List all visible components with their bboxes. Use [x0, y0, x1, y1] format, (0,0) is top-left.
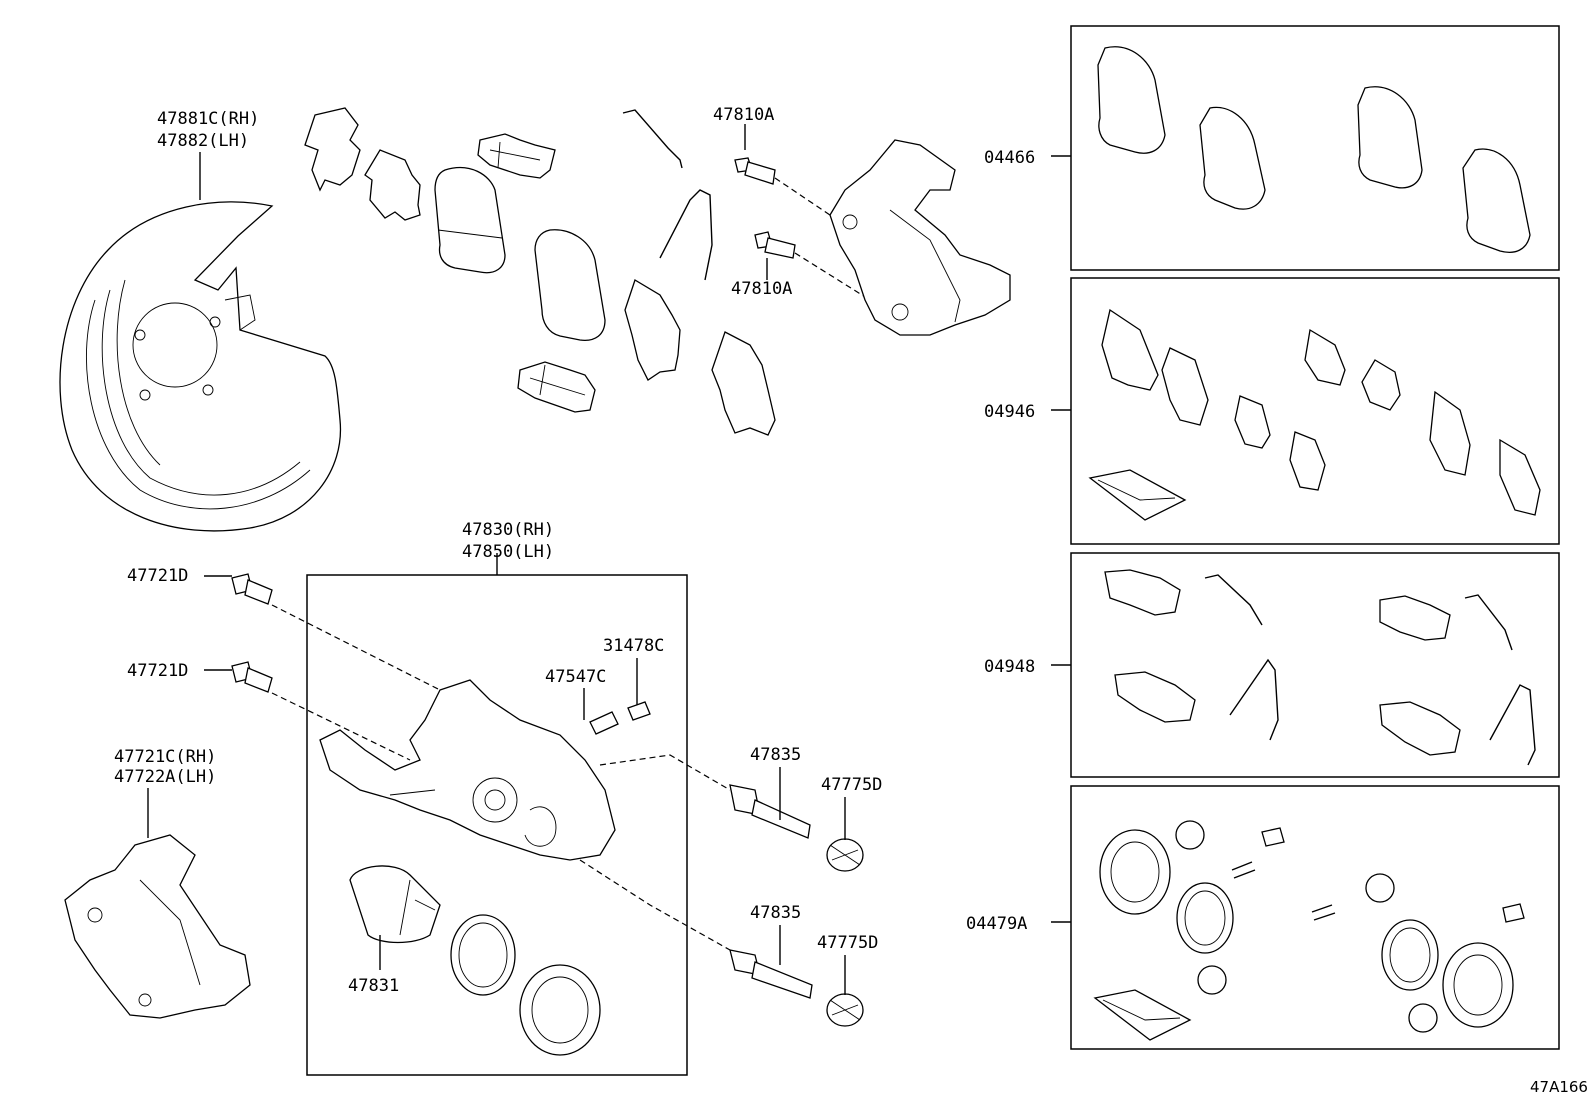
pad-support-plate-2[interactable] — [517, 361, 596, 413]
anti-squeal-shim-4[interactable] — [711, 331, 776, 436]
caliper-body[interactable] — [319, 679, 616, 861]
anti-squeal-shim-3[interactable] — [624, 279, 681, 381]
label-04946[interactable]: 04946 — [984, 402, 1035, 422]
label-47721c-rh[interactable]: 47721C(RH) — [114, 747, 216, 767]
piston-seal[interactable] — [450, 914, 516, 996]
slide-pin-47835-b[interactable] — [729, 949, 813, 999]
pin-boot-47775d-b[interactable] — [826, 993, 864, 1027]
label-47810a-bottom[interactable]: 47810A — [731, 279, 792, 299]
pad-wear-indicator-spring-2[interactable] — [659, 189, 713, 281]
label-31478c[interactable]: 31478C — [603, 636, 664, 656]
anti-squeal-shim-2[interactable] — [364, 149, 421, 221]
label-47881c-rh[interactable]: 47881C(RH) — [157, 109, 259, 129]
kit-04479a-seals[interactable] — [1093, 820, 1525, 1041]
label-04479a[interactable]: 04479A — [966, 914, 1027, 934]
label-47810a-top[interactable]: 47810A — [713, 105, 774, 125]
label-47775d-a[interactable]: 47775D — [821, 775, 882, 795]
slide-pin-47835-a[interactable] — [729, 784, 811, 839]
pad-wear-indicator-spring-1[interactable] — [622, 109, 683, 169]
kit-04948-clips-springs[interactable] — [1104, 569, 1536, 766]
anti-squeal-shim-1[interactable] — [304, 107, 361, 192]
brake-pad-1[interactable] — [434, 166, 506, 274]
label-47831[interactable]: 47831 — [348, 976, 399, 996]
pin-boot-47775d-a[interactable] — [826, 838, 864, 872]
label-47721d-a[interactable]: 47721D — [127, 566, 188, 586]
label-47547c[interactable]: 47547C — [545, 667, 606, 687]
cylinder-boot[interactable] — [519, 964, 601, 1056]
label-04466[interactable]: 04466 — [984, 148, 1035, 168]
label-47775d-b[interactable]: 47775D — [817, 933, 878, 953]
bleeder-cap-31478c[interactable] — [627, 701, 651, 721]
kit-box-04946 — [1070, 277, 1560, 545]
label-47830-rh[interactable]: 47830(RH) — [462, 520, 554, 540]
label-47882-lh[interactable]: 47882(LH) — [157, 131, 249, 151]
caliper-mounting-bracket-lower[interactable] — [64, 834, 251, 1019]
bolt-47721d-a[interactable] — [231, 573, 273, 605]
label-04948[interactable]: 04948 — [984, 657, 1035, 677]
kit-04946-shims[interactable] — [1088, 308, 1541, 521]
bleeder-plug-47547c[interactable] — [589, 711, 619, 735]
dust-cover-part[interactable] — [59, 201, 342, 532]
label-47721d-b[interactable]: 47721D — [127, 661, 188, 681]
kit-04466-pads[interactable] — [1097, 46, 1531, 253]
caliper-piston-47831[interactable] — [349, 865, 441, 944]
kit-box-04466 — [1070, 25, 1560, 271]
bolt-47721d-b[interactable] — [231, 661, 273, 693]
diagram-ref-code: 47A166 — [1530, 1078, 1588, 1096]
label-47835-b[interactable]: 47835 — [750, 903, 801, 923]
pad-support-plate-1[interactable] — [477, 133, 556, 179]
kit-box-04479a — [1070, 785, 1560, 1050]
bolt-47810a-top[interactable] — [734, 157, 776, 185]
brake-pad-2[interactable] — [534, 229, 606, 341]
caliper-mounting-bracket-upper[interactable] — [829, 139, 1011, 336]
label-47835-a[interactable]: 47835 — [750, 745, 801, 765]
bolt-47810a-bottom[interactable] — [754, 231, 796, 259]
label-47722a-lh[interactable]: 47722A(LH) — [114, 767, 216, 787]
label-47850-lh[interactable]: 47850(LH) — [462, 542, 554, 562]
